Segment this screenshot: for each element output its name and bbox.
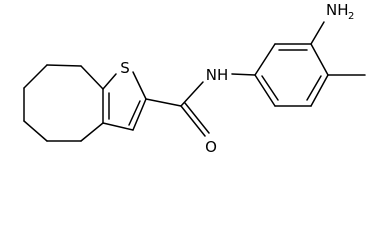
cycloheptane-ring — [23, 64, 104, 142]
molecule-structure: S O NH NH 2 — [23, 1, 366, 155]
amino-group — [310, 21, 325, 45]
amine-label: NH — [326, 1, 349, 19]
benzene-ring — [231, 43, 329, 107]
thiophene-ring — [102, 71, 147, 131]
amine-subscript: 2 — [348, 11, 354, 22]
sulfur-atom-label: S — [120, 59, 130, 77]
amide-group — [145, 81, 210, 137]
amide-nh-label: NH — [206, 66, 229, 84]
oxygen-atom-label: O — [205, 138, 217, 155]
